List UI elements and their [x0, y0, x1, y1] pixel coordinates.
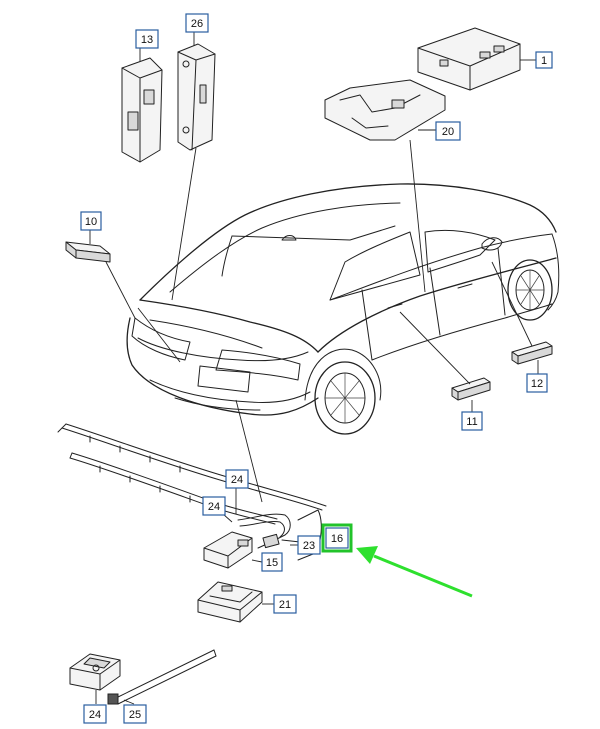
svg-text:26: 26: [191, 18, 203, 30]
wiring-harness: [237, 509, 322, 561]
callout-13: 13: [135, 29, 159, 49]
svg-text:10: 10: [85, 216, 97, 228]
part-15-control-unit: [203, 531, 253, 569]
part-11-sensor: [451, 377, 491, 401]
antenna-strip-upper: [57, 423, 327, 511]
part-10-sensor: [65, 241, 111, 263]
svg-text:24: 24: [89, 709, 101, 721]
part-13-module: [121, 57, 163, 163]
callout-11: 11: [461, 411, 483, 431]
callout-25: 25: [123, 704, 147, 724]
svg-text:21: 21: [279, 599, 291, 611]
callout-26: 26: [185, 13, 209, 33]
svg-text:12: 12: [531, 378, 543, 390]
svg-text:20: 20: [442, 126, 454, 138]
antenna-strip-lower: [69, 452, 278, 525]
callout-24-lower: 24: [83, 704, 107, 724]
svg-text:23: 23: [303, 540, 315, 552]
svg-text:1: 1: [541, 55, 547, 67]
callout-15: 15: [261, 552, 283, 572]
highlight-arrow: [356, 546, 473, 598]
callout-21: 21: [273, 594, 297, 614]
svg-text:24: 24: [231, 474, 243, 486]
part-12-sensor: [511, 341, 553, 365]
svg-text:11: 11: [466, 416, 477, 428]
svg-text:15: 15: [266, 557, 278, 569]
svg-text:13: 13: [141, 34, 153, 46]
part-26-bracket-plate: [177, 43, 216, 151]
svg-text:24: 24: [208, 501, 220, 513]
svg-text:25: 25: [129, 709, 141, 721]
part-20-bracket: [324, 79, 446, 141]
part-24-clip: [69, 653, 121, 691]
part-1-control-module: [417, 27, 521, 91]
callout-1: 1: [535, 51, 553, 69]
callout-24-middle: 24: [202, 496, 226, 516]
callout-24-upper: 24: [225, 469, 249, 489]
callout-12: 12: [526, 373, 548, 393]
callout-16-highlighted: 16: [321, 523, 353, 553]
part-21-cover: [197, 581, 263, 623]
svg-text:16: 16: [331, 533, 343, 545]
leader-lines: [89, 32, 539, 705]
part-25-cable-tie: [107, 649, 217, 705]
callout-23: 23: [297, 535, 321, 555]
car-outline: [126, 183, 560, 435]
callout-10: 10: [80, 211, 102, 231]
callout-20: 20: [435, 121, 461, 141]
